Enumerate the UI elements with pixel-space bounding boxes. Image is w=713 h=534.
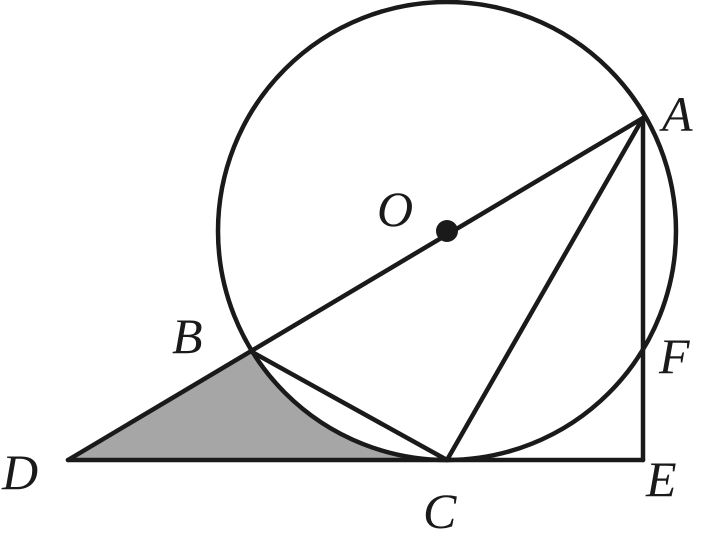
- segment-ac: [444, 115, 646, 463]
- label-b: B: [172, 308, 203, 364]
- label-c: C: [423, 483, 457, 534]
- label-d: D: [1, 444, 38, 500]
- segment-bc: [249, 349, 450, 463]
- center-point-o: [436, 220, 458, 242]
- label-f: F: [658, 328, 690, 384]
- segment-da: [65, 115, 646, 463]
- label-o: O: [377, 181, 413, 237]
- label-e: E: [645, 451, 677, 507]
- shaded-region: [68, 352, 447, 461]
- label-a: A: [659, 86, 693, 142]
